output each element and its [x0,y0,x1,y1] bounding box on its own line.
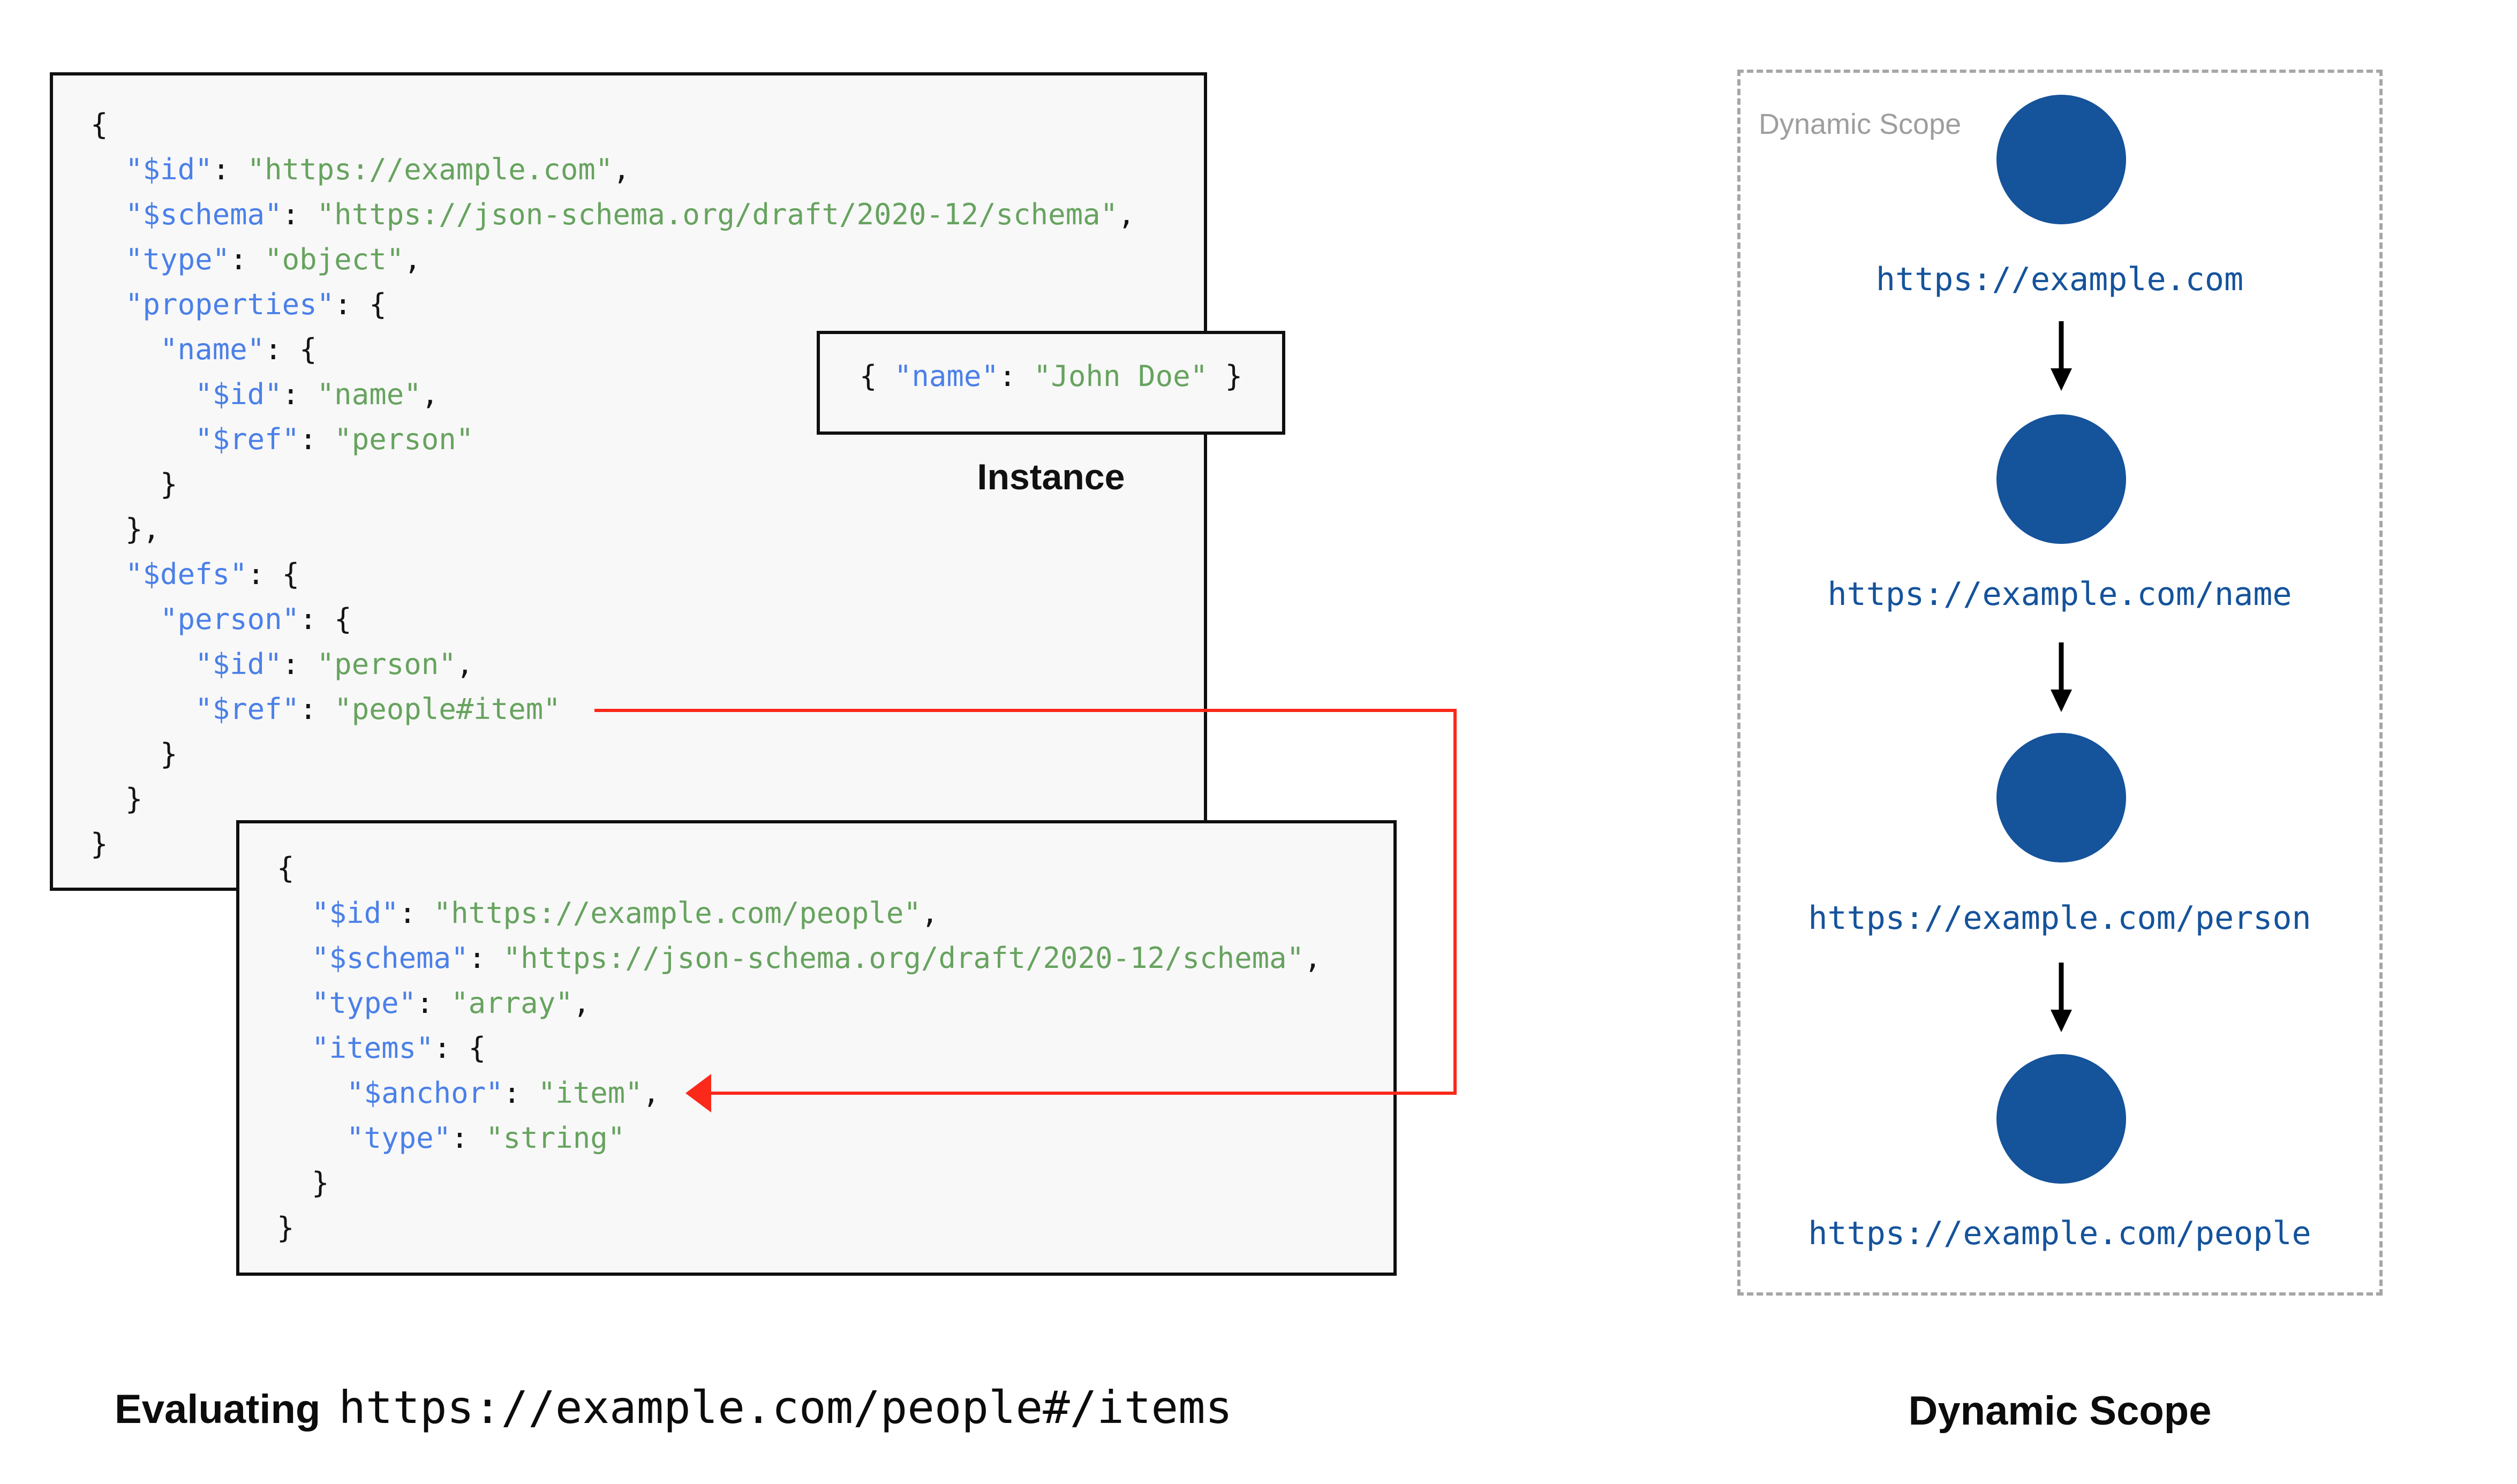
dynamic-scope-panel [1737,70,2383,1296]
code-line: { [277,851,295,885]
dynamic-scope-panel-title: Dynamic Scope [1759,108,1962,140]
code-line: "$schema": "https://json-schema.org/draf… [312,941,1322,975]
code-line: "$id": "person", [195,647,474,681]
code-line: "type": "object", [125,243,421,276]
evaluating-caption: Evaluating https://example.com/people#/it… [115,1381,1232,1434]
code-line: "properties": { [125,287,387,321]
code-line: "$id": "https://example.com", [125,153,630,186]
code-line: { [91,108,108,141]
code-line: "$defs": { [125,557,300,591]
code-line: "$id": "name", [195,377,439,411]
code-line: "$ref": "person" [195,422,474,456]
scope-node-label-1: https://example.com [1875,261,2244,298]
code-line: "items": { [312,1031,486,1065]
code-line: } [91,782,143,816]
code-line: } [91,827,108,861]
scope-node-circle-1 [1996,95,2126,224]
code-line: }, [91,512,161,546]
scope-node-circle-3 [1996,733,2126,862]
instance-box: { "name": "John Doe" } [817,331,1285,435]
code-line: "$id": "https://example.com/people", [312,896,939,930]
code-line: } [277,1211,295,1245]
down-arrow-icon [2051,963,2072,1032]
code-line: } [91,737,178,771]
schema-box-people: { "$id": "https://example.com/people", "… [236,820,1397,1276]
evaluating-caption-prefix: Evaluating [115,1387,321,1432]
code-line: "person": { [160,602,352,636]
scope-node-circle-4 [1996,1054,2126,1184]
code-line: { "name": "John Doe" } [859,359,1243,393]
code-line: } [277,1166,329,1200]
code-line: "type": "array", [312,986,591,1020]
dynamic-scope-caption: Dynamic Scope [1908,1388,2212,1434]
code-line: "name": { [160,332,317,366]
scope-node-label-3: https://example.com/person [1808,899,2311,937]
code-line: "$schema": "https://json-schema.org/draf… [125,198,1135,231]
evaluating-caption-uri: https://example.com/people#/items [338,1381,1233,1434]
down-arrow-icon [2051,321,2072,391]
scope-node-label-4: https://example.com/people [1808,1215,2311,1252]
instance-label: Instance [977,457,1125,497]
code-line: "$ref": "people#item" [195,692,561,726]
code-line: "$anchor": "item", [346,1076,660,1110]
scope-node-circle-2 [1996,414,2126,544]
scope-node-label-2: https://example.com/name [1827,576,2292,613]
code-line: } [91,467,178,501]
down-arrow-icon [2051,642,2072,712]
code-line: "type": "string" [346,1121,626,1155]
